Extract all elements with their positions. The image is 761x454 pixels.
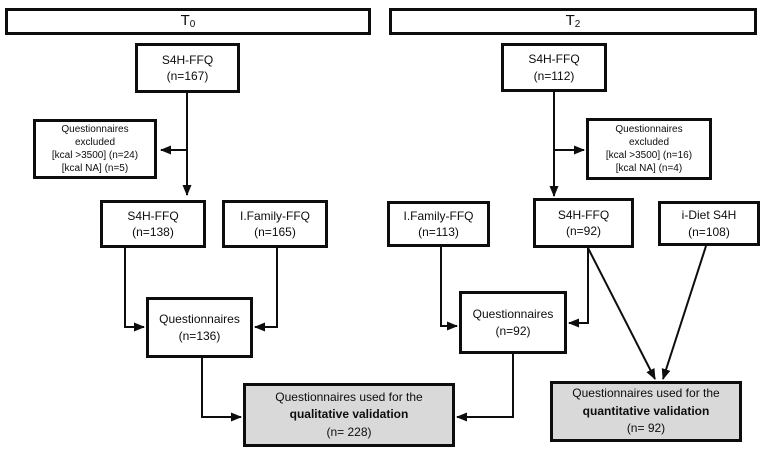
node-t2-s4h-ffq-filtered: S4H-FFQ (n=92) — [533, 198, 634, 248]
node-count: (n=167) — [166, 69, 209, 83]
arrow-t2-s4h92-to-questionnaires — [568, 248, 589, 328]
node-qualitative-validation: Questionnaires used for the qualitative … — [243, 383, 455, 447]
excluded-line: excluded — [628, 137, 670, 148]
arrow-t2-questionnaires-to-qualitative — [456, 354, 514, 422]
node-count: (n=138) — [132, 225, 174, 239]
excluded-line: [kcal >3500] (n=16) — [605, 150, 693, 161]
node-label: S4H-FFQ — [528, 52, 580, 67]
node-t2-s4h-ffq-initial: S4H-FFQ (n=112) — [501, 43, 607, 92]
node-label: i-Diet S4H — [681, 208, 737, 223]
node-label: S4H-FFQ — [557, 207, 610, 222]
arrow-t2-ifamily-to-questionnaires — [440, 247, 458, 331]
excluded-line: [kcal NA] (n=4) — [615, 163, 683, 174]
result-count: (n= 92) — [626, 421, 666, 436]
node-t0-ifamily-ffq: I.Family-FFQ (n=165) — [222, 200, 328, 248]
node-t2-ifamily-ffq: I.Family-FFQ (n=113) — [387, 201, 490, 247]
node-t0-questionnaires-merged: Questionnaires (n=136) — [146, 297, 253, 358]
arrow-t2-s4h92-to-quantitative — [587, 247, 656, 380]
t2-header-subscript: 2 — [574, 18, 581, 30]
result-title: quantitative validation — [582, 403, 710, 418]
node-count: (n=92) — [495, 323, 531, 338]
node-count: (n=113) — [418, 225, 459, 239]
result-title: qualitative validation — [289, 407, 409, 422]
node-label: I.Family-FFQ — [240, 208, 310, 223]
node-label: I.Family-FFQ — [403, 208, 474, 223]
t0-header-label: T — [180, 12, 190, 30]
node-t0-s4h-ffq-initial: S4H-FFQ (n=167) — [135, 43, 240, 93]
node-t0-s4h-ffq-filtered: S4H-FFQ (n=138) — [100, 200, 206, 248]
arrow-t0-questionnaires-to-qualitative — [201, 358, 242, 422]
node-count: (n=108) — [688, 224, 730, 239]
arrow-t0-ifamily-to-questionnaires — [254, 248, 278, 332]
node-count: (n=136) — [178, 328, 221, 343]
result-line: Questionnaires used for the — [275, 389, 423, 404]
excluded-line: Questionnaires — [61, 124, 129, 135]
node-label: S4H-FFQ — [127, 208, 179, 223]
t0-header-subscript: 0 — [189, 18, 196, 30]
node-label: Questionnaires — [472, 307, 554, 322]
excluded-line: Questionnaires — [615, 124, 683, 135]
node-count: (n=92) — [565, 224, 602, 238]
node-t2-idiet-s4h: i-Diet S4H (n=108) — [658, 201, 760, 246]
t2-header-label: T — [565, 12, 575, 30]
excluded-line: excluded — [74, 137, 116, 148]
excluded-line: [kcal >3500] (n=24) — [51, 150, 139, 161]
node-t2-questionnaires-excluded: Questionnaires excluded [kcal >3500] (n=… — [586, 118, 712, 180]
node-t0-questionnaires-excluded: Questionnaires excluded [kcal >3500] (n=… — [33, 119, 157, 179]
arrow-t0-s4h138-to-questionnaires — [124, 248, 145, 332]
result-line: Questionnaires used for the — [572, 386, 720, 401]
node-quantitative-validation: Questionnaires used for the quantitative… — [550, 381, 742, 442]
result-count: (n= 228) — [326, 424, 372, 439]
arrow-t2-idiet-to-quantitative — [661, 245, 707, 380]
excluded-line: [kcal NA] (n=5) — [61, 163, 129, 174]
node-t2-questionnaires-merged: Questionnaires (n=92) — [459, 291, 567, 354]
node-label: S4H-FFQ — [161, 52, 214, 67]
node-count: (n=165) — [254, 225, 296, 239]
node-label: Questionnaires — [159, 312, 240, 327]
node-count: (n=112) — [533, 68, 575, 83]
